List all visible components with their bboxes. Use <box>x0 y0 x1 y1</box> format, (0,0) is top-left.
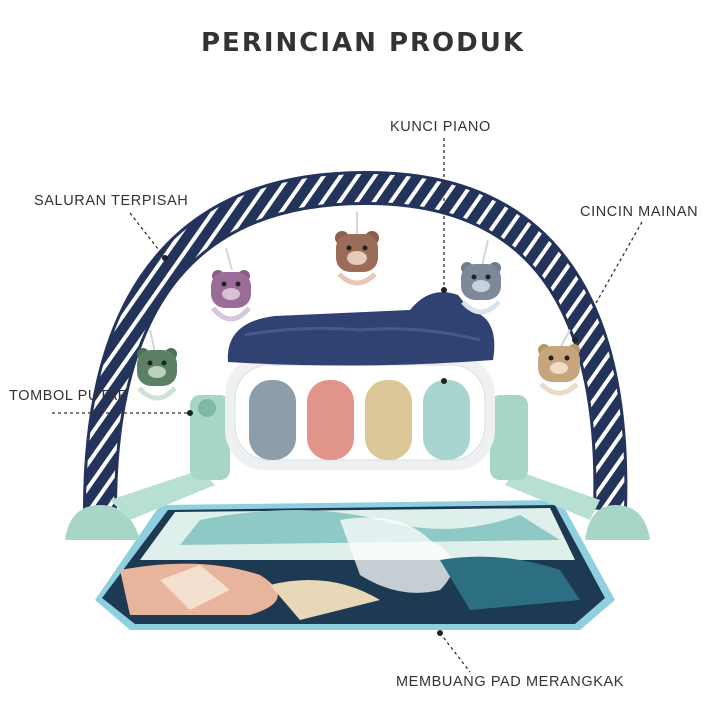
green-bear-toy-icon <box>137 348 177 401</box>
callout-lines <box>52 138 643 673</box>
tan-bear-toy-icon <box>538 344 580 396</box>
label-removable-pad: MEMBUANG PAD MERANGKAK <box>396 674 625 690</box>
grey-bear-toy-icon <box>461 262 501 315</box>
label-piano-keys: KUNCI PIANO <box>390 119 491 135</box>
hanging-strings <box>149 212 571 353</box>
piano-top-cover <box>227 292 495 366</box>
page-title: PERINCIAN PRODUK <box>201 28 525 58</box>
arch-base-feet <box>65 470 650 540</box>
callout-dots <box>162 255 578 636</box>
label-separate-channel: SALURAN TERPISAH <box>34 193 189 209</box>
toy-arch <box>83 170 628 511</box>
label-toy-ring: CINCIN MAINAN <box>580 204 699 220</box>
label-rotary-button: TOMBOL PUTAR <box>9 388 129 404</box>
purple-bear-toy-icon <box>211 270 251 322</box>
crawling-mat <box>95 500 615 630</box>
piano-side-supports <box>190 395 528 480</box>
piano-keys <box>249 380 470 460</box>
brown-bear-toy-icon <box>335 231 379 286</box>
